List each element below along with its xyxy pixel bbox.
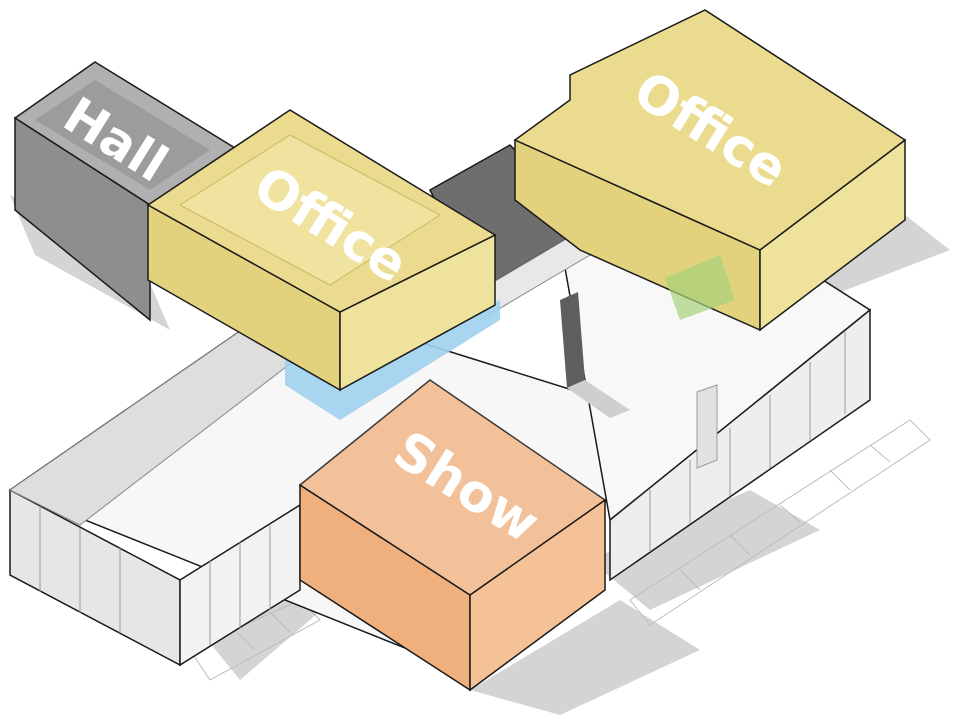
hall-wing <box>13 61 237 322</box>
column-shadow <box>567 380 630 418</box>
hall-wall-front <box>14 116 151 322</box>
office-center-block <box>146 109 500 420</box>
show-roof <box>298 379 607 596</box>
right-wing-shell <box>559 239 872 582</box>
office-right-block <box>513 9 907 332</box>
office-right-roof <box>513 9 907 251</box>
right-glass-wall <box>609 308 871 582</box>
ground-grid <box>189 419 931 681</box>
hall-roof-inset <box>35 80 210 190</box>
column-light <box>696 384 718 469</box>
column-dark <box>560 292 585 388</box>
show-block <box>298 379 607 692</box>
